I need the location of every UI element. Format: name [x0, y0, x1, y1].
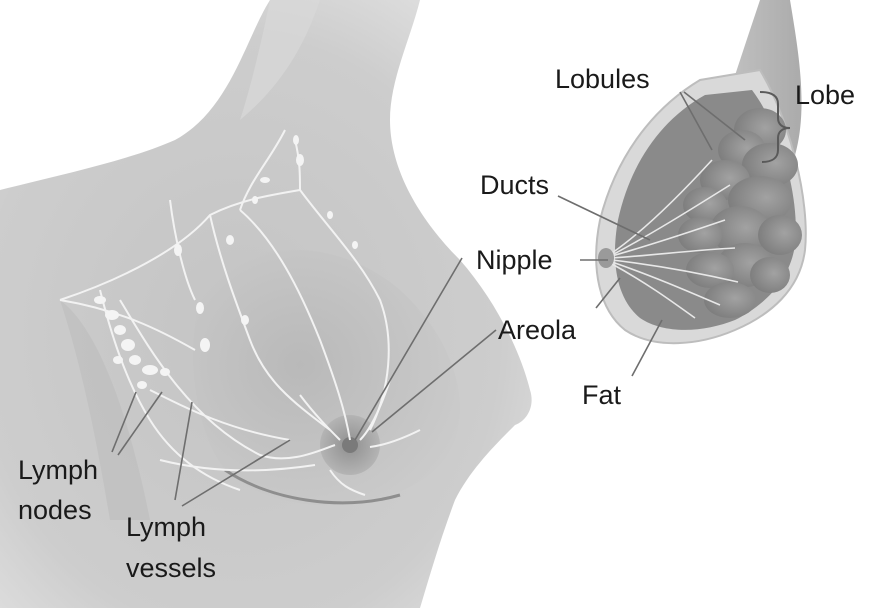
label-lymph-vessels-line1: Lymph: [126, 510, 206, 544]
breast-cross-section: [596, 0, 806, 343]
label-lobe: Lobe: [795, 78, 855, 112]
label-ducts: Ducts: [480, 168, 549, 202]
label-nipple: Nipple: [476, 243, 553, 277]
label-lymph-nodes-line1: Lymph: [18, 453, 98, 487]
label-lymph-nodes-line2: nodes: [18, 493, 92, 527]
label-fat: Fat: [582, 378, 621, 412]
label-areola: Areola: [498, 313, 576, 347]
label-lymph-vessels-line2: vessels: [126, 551, 216, 585]
label-lobules: Lobules: [555, 62, 650, 96]
